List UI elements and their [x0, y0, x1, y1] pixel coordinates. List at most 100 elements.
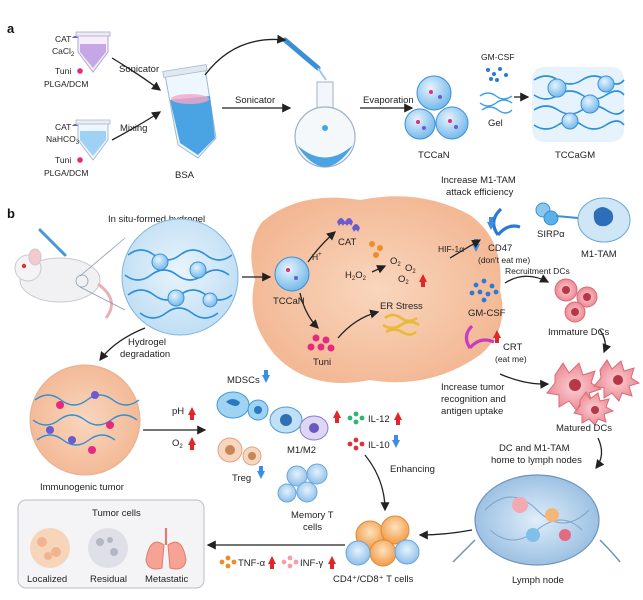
- tube-1: [75, 31, 111, 73]
- matured-dcs: [546, 359, 641, 426]
- arrow-to-tuni: [299, 292, 319, 329]
- ph-label: pH: [172, 406, 184, 417]
- arrow-home-lymph: [595, 437, 605, 470]
- arrow-to-cat: [307, 231, 336, 263]
- panel-label-a: a: [7, 21, 15, 36]
- enhancing-label: Enhancing: [390, 464, 435, 475]
- home-line2: home to lymph nodes: [491, 455, 582, 466]
- arrow-er-stress: [337, 309, 380, 339]
- round-flask: [294, 81, 356, 168]
- macrophage-cells: [269, 406, 329, 441]
- h-plus-label: H+: [312, 252, 322, 262]
- cat-enzyme-icon: [337, 218, 360, 232]
- lymph-label: Lymph node: [512, 575, 564, 586]
- tube2-tuni-label: Tuni: [55, 155, 71, 165]
- arrow-lymph-tcells: [418, 529, 473, 540]
- mouse-icon: [14, 228, 113, 319]
- il10-label: IL-10: [368, 440, 390, 451]
- gel-mesh: [479, 92, 513, 114]
- recruitment-label: Recruitment DCs: [505, 266, 570, 276]
- tuni-label-b: Tuni: [313, 357, 331, 368]
- o2-label-2: O2: [405, 263, 416, 275]
- cd4-cd8-t-cells: [345, 515, 420, 567]
- treg-cells: [217, 437, 262, 466]
- cat-label-b: CAT: [338, 237, 356, 248]
- dont-eat-label: (don't eat me): [478, 255, 530, 265]
- tube1-cacl-label: CaCl2: [52, 46, 75, 58]
- tube2-nahco-label: NaHCO3: [46, 134, 80, 146]
- panel-label-b: b: [7, 206, 15, 221]
- up-arrow-icon: [188, 407, 196, 420]
- il12-label: IL-12: [368, 414, 390, 425]
- tube-2: [75, 119, 111, 161]
- tumor-cells-title: Tumor cells: [92, 508, 141, 519]
- o2-label-b: O2: [172, 438, 183, 450]
- inf-dots: [281, 555, 299, 569]
- o2-label-3: O2: [398, 274, 409, 286]
- residual-label: Residual: [90, 574, 127, 585]
- tccan-label-a: TCCaN: [418, 150, 450, 161]
- tccagm-label: TCCaGM: [555, 150, 595, 161]
- tccagm-gel: [532, 67, 625, 142]
- down-arrow-icon: [257, 466, 265, 479]
- zoom-line: [79, 237, 126, 277]
- gmcsf-cluster: [469, 278, 499, 303]
- treg-label: Treg: [232, 473, 251, 484]
- evaporation-label: Evaporation: [363, 95, 414, 106]
- immunogenic-tumor: [29, 364, 141, 476]
- tnf-dots: [219, 555, 237, 569]
- tnf-label: TNF-α: [238, 558, 266, 569]
- arrow-hif: [449, 239, 482, 259]
- up-arrow-icon: [268, 556, 276, 569]
- m1-tam-cell: [535, 197, 631, 243]
- memory-line2: cells: [303, 522, 322, 533]
- pipette-icon: [282, 37, 327, 81]
- il12-dots: [347, 411, 365, 425]
- tuni-dots: [307, 334, 335, 352]
- down-arrow-icon: [262, 370, 270, 383]
- sirpa-label: SIRPα: [537, 229, 565, 240]
- lymph-node: [452, 474, 621, 566]
- tccan-particles: [404, 75, 469, 140]
- tccan-label-b: TCCaN: [273, 296, 305, 307]
- mdsc-cells: [216, 391, 269, 421]
- gel-label: Gel: [488, 118, 503, 129]
- memory-line1: Memory T: [291, 510, 334, 521]
- up-arrow-icon: [394, 412, 402, 425]
- memory-t-cells: [277, 463, 328, 503]
- arrow-h2o2-o2: [371, 265, 387, 274]
- tuni-dot-icon: [77, 157, 83, 163]
- hif-label: HIF-1α: [438, 244, 464, 254]
- increase-m1-line1: Increase M1-TAM: [441, 175, 516, 186]
- home-line1: DC and M1-TAM: [499, 443, 570, 454]
- up-arrow-icon: [493, 330, 501, 343]
- arrow-recruitment: [504, 274, 550, 284]
- arrow-mixing: [111, 111, 162, 141]
- down-arrow-icon: [392, 435, 400, 448]
- arrow-to-pipette: [204, 34, 287, 76]
- er-stress-label: ER Stress: [380, 301, 423, 312]
- lungs-icon: [145, 528, 187, 570]
- arrow-antigen-uptake: [499, 373, 550, 389]
- down-arrow-icon: [487, 217, 495, 230]
- il10-dots: [347, 437, 365, 451]
- zoom-circle: [75, 274, 89, 288]
- inf-label: INF-γ: [300, 558, 323, 569]
- crt-receptor-icon: [464, 324, 495, 350]
- tube1-plga-label: PLGA/DCM: [44, 79, 88, 89]
- immature-label: Immature DCs: [548, 327, 609, 338]
- tube2-cat-label: CAT: [55, 122, 71, 132]
- tube2-plga-label: PLGA/DCM: [44, 168, 88, 178]
- tuni-dot-icon: [77, 68, 83, 74]
- tube1-cat-label: CAT: [55, 34, 71, 44]
- m1m2-label: M1/M2: [287, 445, 316, 456]
- orange-dots: [369, 241, 383, 258]
- arrow-sonicator: [111, 57, 162, 91]
- hydrogel-title: In situ-formed hydrogel: [108, 214, 205, 225]
- immunogenic-label: Immunogenic tumor: [40, 482, 124, 493]
- localized-label: Localized: [27, 574, 67, 585]
- arrow-enhancing: [364, 454, 390, 512]
- degradation-line1: Hydrogel: [128, 337, 166, 348]
- immature-dcs: [554, 278, 598, 323]
